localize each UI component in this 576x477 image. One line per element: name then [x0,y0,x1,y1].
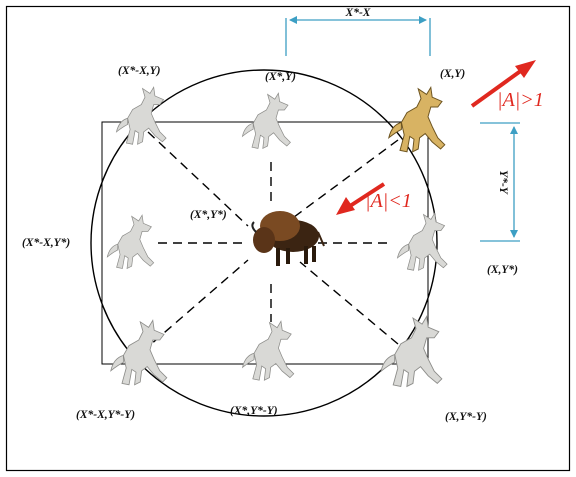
label-top-left: (X*-X,Y) [118,65,161,77]
label-center: (X*,Y*) [190,209,227,221]
dim-label-vertical: Y*-Y [497,170,509,195]
arrow-inward [336,182,386,215]
wolf-icon [380,316,443,387]
arrow-outward [470,60,536,108]
search-circle [90,69,438,417]
dimension-vertical: Y*-Y [480,122,520,242]
wolf-icon [242,320,295,381]
wolf-icon [116,86,167,145]
wolf-icon [110,319,168,386]
outer-frame [5,5,571,472]
label-bottom-center: (X*,Y*-Y) [230,405,278,417]
wolf-icon [388,86,446,153]
label-bottom-left: (X*-X,Y*-Y) [76,409,135,421]
wolf-icon [106,214,155,269]
dim-label-horizontal: X*-X [345,7,371,19]
label-mid-left: (X*-X,Y*) [22,237,70,249]
wolf-icon [241,92,291,149]
label-bottom-right: (X,Y*-Y) [445,411,487,423]
arrow-label-outward: |A|>1 [497,89,544,111]
label-mid-right: (X,Y*) [487,264,518,276]
label-top-center: (X*,Y) [265,71,296,83]
wolf-icon [397,212,448,271]
bison-icon [251,211,325,266]
label-top-right: (X,Y) [440,68,465,80]
dimension-horizontal: X*-X [285,7,431,56]
arrow-label-inward: |A|<1 [365,190,412,212]
